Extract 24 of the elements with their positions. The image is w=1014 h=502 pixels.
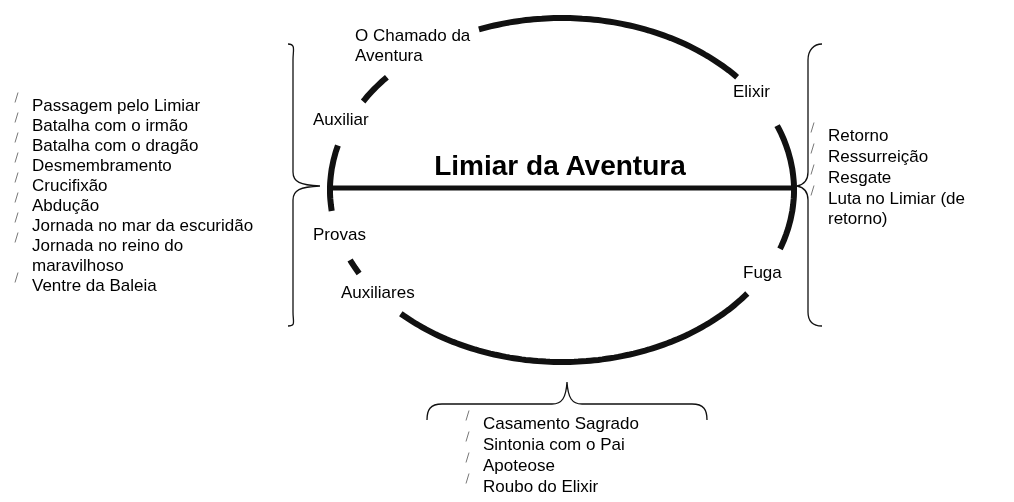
list-item: Casamento Sagrado bbox=[483, 414, 639, 434]
stage-label: Provas bbox=[313, 225, 366, 245]
list-item: Jornada no reino do maravilhoso bbox=[32, 236, 185, 276]
list-item: Ressurreição bbox=[828, 147, 930, 167]
stage-label: Auxiliar bbox=[313, 110, 369, 130]
list-item: Abdução bbox=[32, 196, 101, 216]
stage-label: O Chamado da Aventura bbox=[355, 26, 472, 66]
list-item: Luta no Limiar (de retorno) bbox=[828, 189, 967, 229]
list-item: Sintonia com o Pai bbox=[483, 435, 625, 455]
list-item: Crucifixão bbox=[32, 176, 109, 196]
list-item: Resgate bbox=[828, 168, 893, 188]
list-item: Roubo do Elixir bbox=[483, 477, 599, 497]
list-item: Passagem pelo Limiar bbox=[32, 96, 202, 116]
stage-label: Elixir bbox=[733, 82, 770, 102]
list-item: Batalha com o irmão bbox=[32, 116, 189, 136]
list-item: Batalha com o dragão bbox=[32, 136, 200, 156]
list-item: Retorno bbox=[828, 126, 890, 146]
list-item: Desmembramento bbox=[32, 156, 173, 176]
list-item: Jornada no mar da escuridão bbox=[32, 216, 255, 236]
stage-label: Auxiliares bbox=[341, 283, 415, 303]
list-item: Ventre da Baleia bbox=[32, 276, 158, 296]
list-item: Apoteose bbox=[483, 456, 555, 476]
stage-label: Fuga bbox=[743, 263, 782, 283]
threshold-heading: Limiar da Aventura bbox=[433, 150, 687, 182]
